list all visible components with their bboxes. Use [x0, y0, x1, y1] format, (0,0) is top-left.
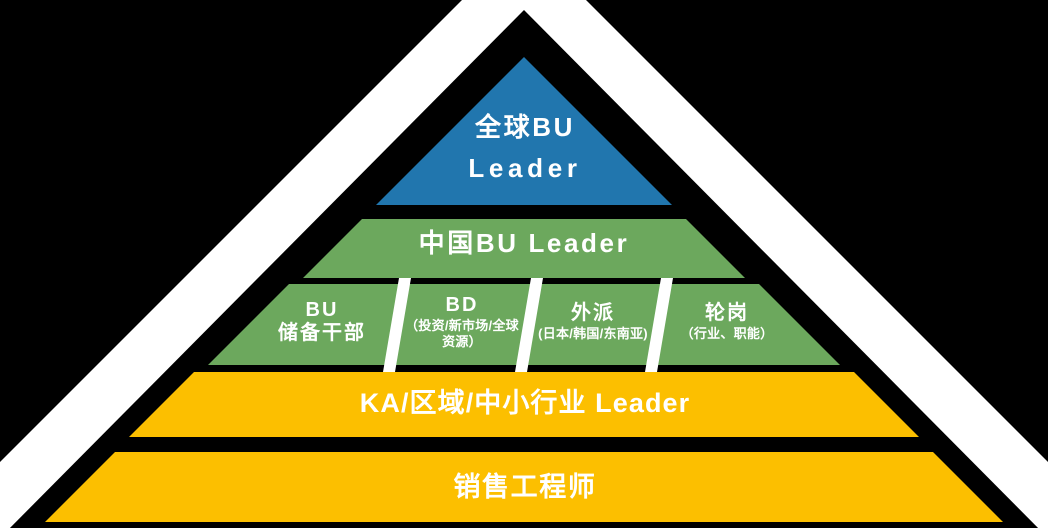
- track-divider-2: [515, 278, 543, 372]
- pyramid-outline-left: [0, 0, 524, 528]
- track-expat-sub: (日本/韩国/东南亚): [538, 325, 648, 341]
- track-rotation-main: 轮岗: [705, 301, 749, 324]
- track-bu-reserve: BU 储备干部: [258, 284, 386, 360]
- level-sales-engineer-shape: [45, 452, 1003, 522]
- track-expat: 外派 (日本/韩国/东南亚): [534, 284, 652, 360]
- track-bd-main: BD: [445, 293, 479, 316]
- track-rotation: 轮岗 （行业、职能）: [664, 284, 790, 360]
- track-bu-reserve-main2: 储备干部: [278, 322, 366, 344]
- level-ka-region-smb-shape: [129, 372, 919, 437]
- track-expat-main: 外派: [571, 301, 615, 324]
- level-china-bu-leader-shape: [303, 219, 745, 278]
- pyramid-outline: [524, 0, 1048, 528]
- track-divider-1: [383, 278, 411, 372]
- track-bu-reserve-main: BU: [305, 299, 339, 321]
- track-bd: BD （投资/新市场/全球资源）: [402, 284, 522, 360]
- track-rotation-sub: （行业、职能）: [680, 325, 774, 341]
- track-bd-sub: （投资/新市场/全球资源）: [405, 317, 519, 349]
- level-global-bu-leader-shape: [376, 57, 672, 205]
- track-divider-3: [645, 278, 673, 372]
